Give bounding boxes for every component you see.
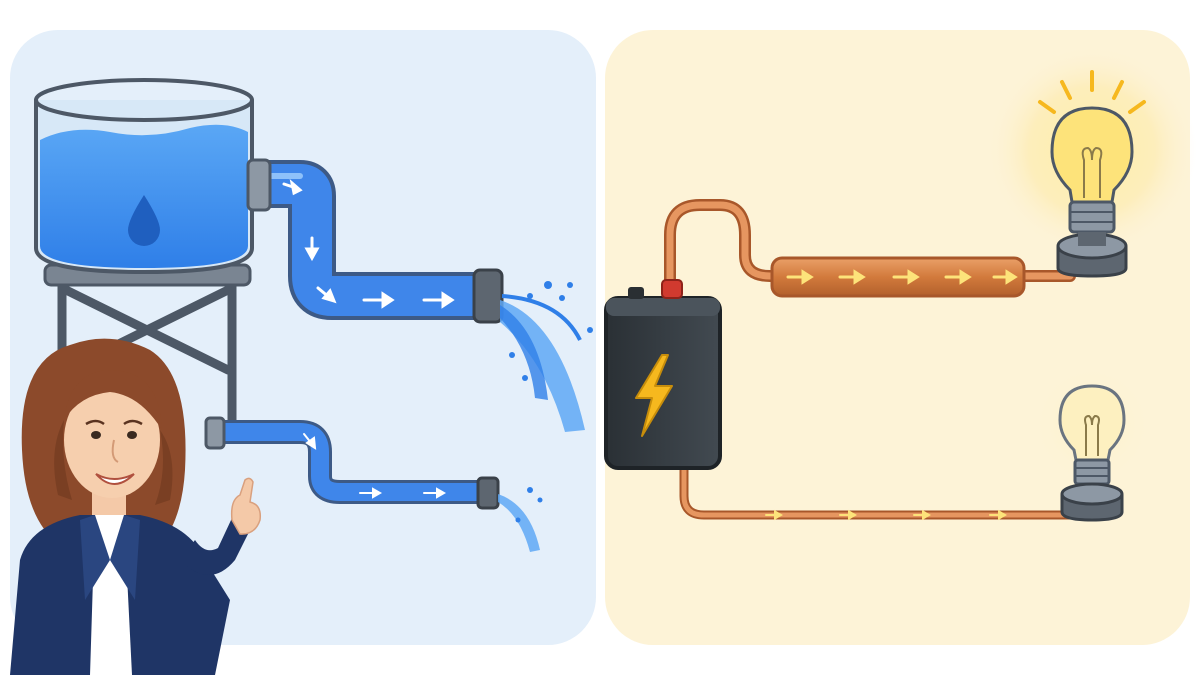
flow-arrow [303,433,317,450]
battery [604,279,722,470]
bright-bulb [1038,70,1146,278]
dim-bulb [1058,384,1126,522]
lower-thin-wire [679,463,1075,520]
flow-arrow [989,509,1007,521]
face [64,382,160,498]
flow-arrow [316,286,337,304]
battery-negative-terminal [628,287,644,299]
lower-pipe-flow-arrows [303,433,447,499]
flow-arrow [359,487,383,499]
flow-arrow [423,487,447,499]
upper-water-spray [500,281,593,432]
upper-wide-pipe [246,158,504,324]
smile [95,473,135,485]
water-drop-icon [128,195,160,246]
flow-arrow [913,509,931,521]
flow-arrow [892,269,920,285]
battery-positive-terminal [661,279,683,299]
lower-wire-flow-arrows [765,509,1007,521]
lower-water-spray [498,487,543,552]
raised-arm [180,518,250,575]
flow-arrow [944,269,972,285]
flow-arrow [422,291,455,309]
flow-arrow [362,291,395,309]
flow-arrow [839,509,857,521]
presenter-woman [10,338,262,675]
flow-arrow [786,269,814,285]
flow-arrow [765,509,783,521]
lightning-bolt-icon [635,354,673,437]
pointing-hand [230,477,262,535]
flow-arrow [838,269,866,285]
flow-arrow [992,269,1018,285]
flow-arrow [282,178,303,196]
upper-pipe-flow-arrows [282,178,455,309]
upper-wire-flow-arrows [786,269,1018,285]
lower-narrow-pipe [204,416,500,510]
flow-arrow [304,236,320,262]
